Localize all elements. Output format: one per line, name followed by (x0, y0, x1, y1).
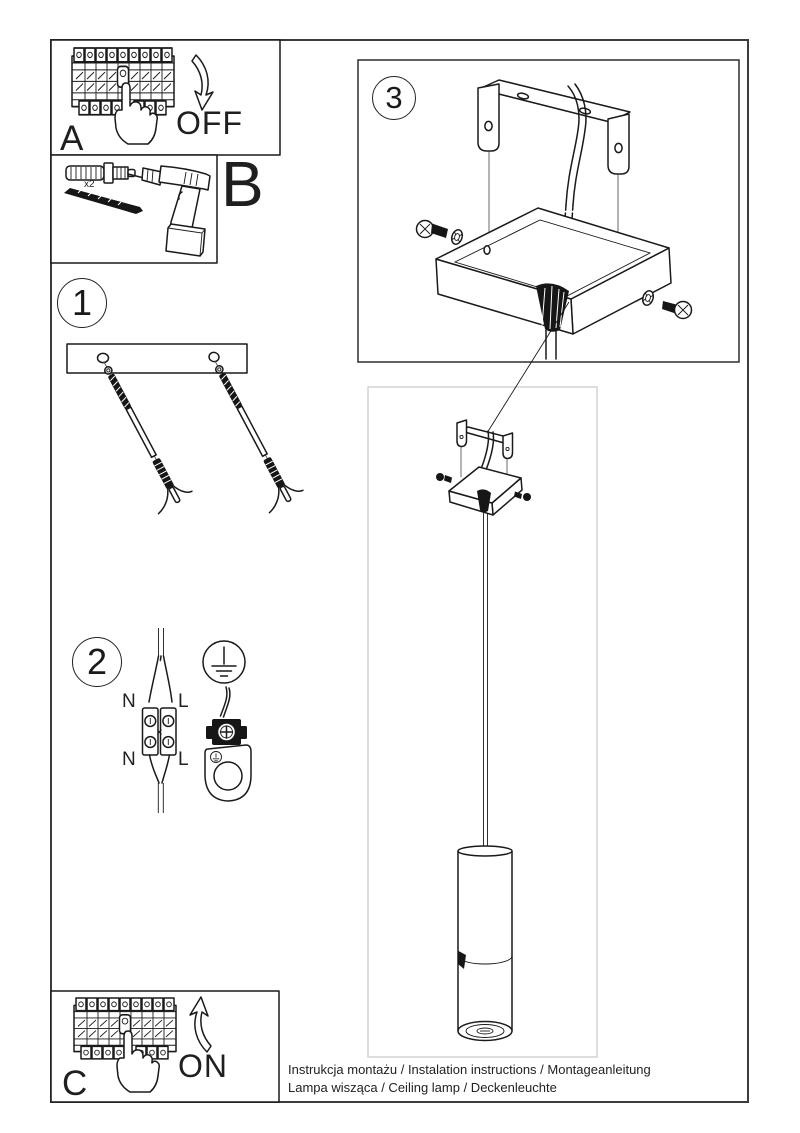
wire-label-n-top: N (122, 691, 136, 712)
panel-c-label: C (62, 1064, 88, 1103)
ground-symbol-icon (202, 640, 246, 684)
mini-bracket-drawing (456, 419, 514, 471)
step-2-badge: 2 (72, 637, 122, 687)
wire-label-l-bottom: L (178, 749, 189, 770)
pointer-line (486, 301, 570, 434)
on-label: ON (178, 1048, 228, 1084)
canopy-screw-left (415, 219, 465, 247)
pendant-lamp-drawing (457, 845, 513, 1042)
ground-clamp-drawing (204, 686, 252, 802)
pendant-cable-drawing (483, 513, 488, 847)
panel-a-label: A (60, 119, 84, 158)
ceiling-bracket-drawing (477, 79, 631, 175)
canopy-screw-right (640, 288, 693, 320)
step-1-badge: 1 (57, 278, 107, 328)
mini-canopy-drawing (436, 466, 531, 516)
canopy-drawing (435, 207, 672, 335)
step-1-number: 1 (71, 282, 93, 323)
plug-screw-right (196, 357, 306, 514)
drill-icon (127, 165, 211, 257)
plug-screw-left (85, 358, 195, 515)
off-arrow-icon (191, 54, 214, 111)
wire-label-l-top: L (178, 691, 189, 712)
strain-relief-cone-drawing (536, 283, 569, 360)
plug-quantity-label: x2 (84, 179, 95, 190)
step-2-number: 2 (86, 641, 108, 682)
mounting-screw-icon (64, 188, 143, 214)
on-arrow-icon (189, 996, 212, 1053)
step-3-number: 3 (385, 80, 403, 115)
footer-title-line: Instrukcja montażu / Instalation instruc… (288, 1062, 651, 1077)
panel-b-label: B (221, 148, 264, 220)
supply-cable-drawing (564, 83, 587, 225)
footer-subtitle-line: Lampa wisząca / Ceiling lamp / Deckenleu… (288, 1080, 557, 1095)
step-3-badge: 3 (372, 76, 416, 120)
wiring-drawing (141, 628, 177, 813)
wire-label-n-bottom: N (122, 749, 136, 770)
page-frame (50, 39, 749, 1103)
off-label: OFF (176, 105, 243, 141)
